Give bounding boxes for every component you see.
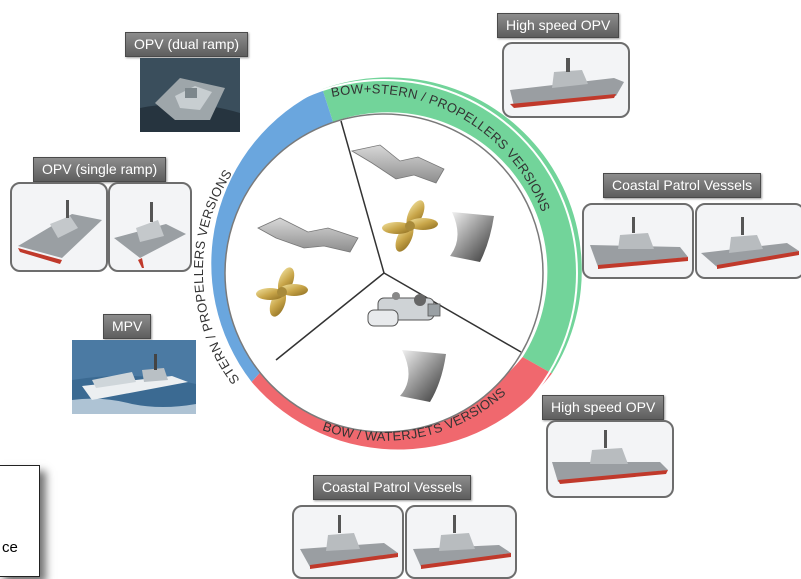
note-box [0,465,40,577]
bow-hull-icon-bottom [400,350,446,402]
vessel-label-high-speed-opv-top: High speed OPV [497,13,620,38]
vessel-label-coastal-patrol-right: Coastal Patrol Vessels [603,173,762,198]
waterjet-icon [367,292,441,327]
bow-stern-plate-icon [350,144,445,184]
vessel-label-mpv: MPV [103,314,152,339]
note-text: ce [2,539,18,556]
coastal-patrol-bottom-image-2 [405,505,517,579]
stern-plate-icon [257,217,359,253]
propeller-icon-left [256,267,308,317]
bow-hull-icon-top [450,212,494,262]
coastal-patrol-right-image-1 [582,203,694,279]
ring-segment-green [322,77,582,374]
vessel-label-opv-single-ramp: OPV (single ramp) [33,157,167,182]
coastal-patrol-right-image-2 [695,203,801,279]
opv-single-ramp-image-1 [10,182,108,272]
opv-single-ramp-image-2 [108,182,192,272]
vessel-label-high-speed-opv-bottom: High speed OPV [542,395,665,420]
propeller-icon-right [382,200,438,252]
mpv-image [72,340,196,414]
vessel-label-opv-dual-ramp: OPV (dual ramp) [125,32,249,57]
opv-dual-ramp-image [140,58,240,132]
high-speed-opv-top-image [502,42,630,118]
ring-segment-red [251,357,552,450]
high-speed-opv-bottom-image [546,420,674,498]
coastal-patrol-bottom-image-1 [292,505,404,579]
vessel-label-coastal-patrol-bottom: Coastal Patrol Vessels [313,475,472,500]
